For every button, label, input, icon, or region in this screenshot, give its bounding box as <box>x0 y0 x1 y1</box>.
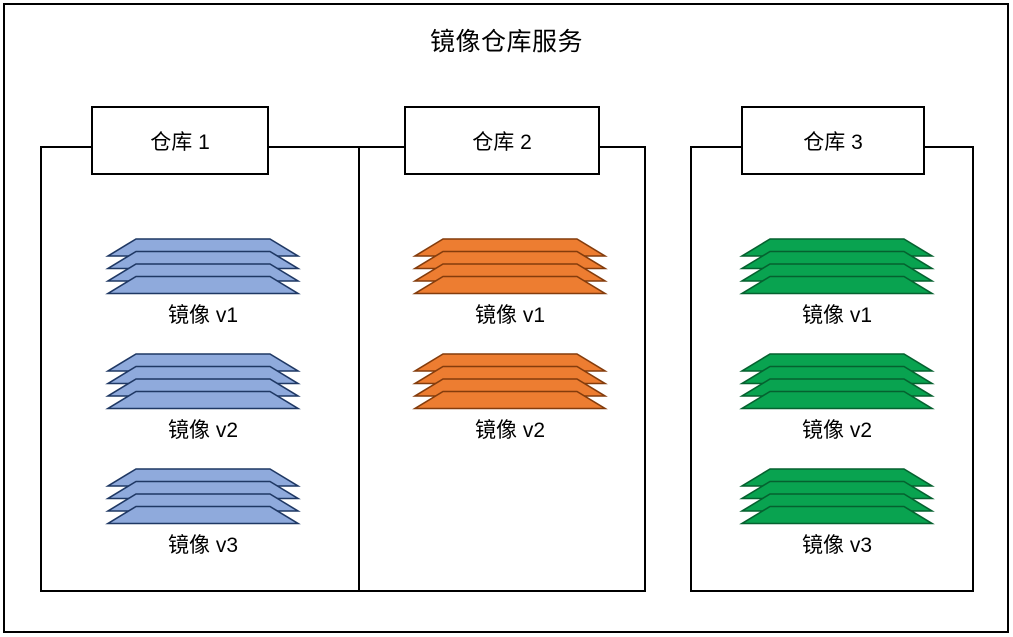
image-stack-group[interactable]: 镜像 v1 <box>739 236 935 329</box>
image-layers-icon <box>412 236 608 295</box>
image-version-label: 镜像 v1 <box>474 304 545 327</box>
image-version-label: 镜像 v1 <box>167 304 238 327</box>
image-layers-icon <box>739 236 935 295</box>
image-layers-icon <box>739 466 935 525</box>
repository-header-label: 仓库 3 <box>803 130 863 154</box>
repository-header-1[interactable]: 仓库 1 <box>91 106 269 175</box>
repository-header-2[interactable]: 仓库 2 <box>404 106 600 175</box>
repository-header-3[interactable]: 仓库 3 <box>741 106 925 175</box>
image-stack-group[interactable]: 镜像 v3 <box>105 466 301 559</box>
image-layers-icon <box>105 351 301 410</box>
image-version-label: 镜像 v1 <box>801 304 872 327</box>
image-stack-group[interactable]: 镜像 v2 <box>105 351 301 444</box>
image-layers-icon <box>739 351 935 410</box>
image-layers-icon <box>105 236 301 295</box>
image-layers-icon <box>105 466 301 525</box>
repository-header-label: 仓库 1 <box>150 130 210 154</box>
image-stack-group[interactable]: 镜像 v2 <box>739 351 935 444</box>
image-layers-icon <box>412 351 608 410</box>
image-version-label: 镜像 v2 <box>167 419 238 442</box>
image-version-label: 镜像 v3 <box>801 534 872 557</box>
image-version-label: 镜像 v2 <box>474 419 545 442</box>
page-title: 镜像仓库服务 <box>429 28 583 56</box>
image-version-label: 镜像 v2 <box>801 419 872 442</box>
image-stack-group[interactable]: 镜像 v1 <box>412 236 608 329</box>
image-stack-group[interactable]: 镜像 v2 <box>412 351 608 444</box>
image-version-label: 镜像 v3 <box>167 534 238 557</box>
image-stack-group[interactable]: 镜像 v3 <box>739 466 935 559</box>
image-stack-group[interactable]: 镜像 v1 <box>105 236 301 329</box>
repository-header-label: 仓库 2 <box>472 130 532 154</box>
